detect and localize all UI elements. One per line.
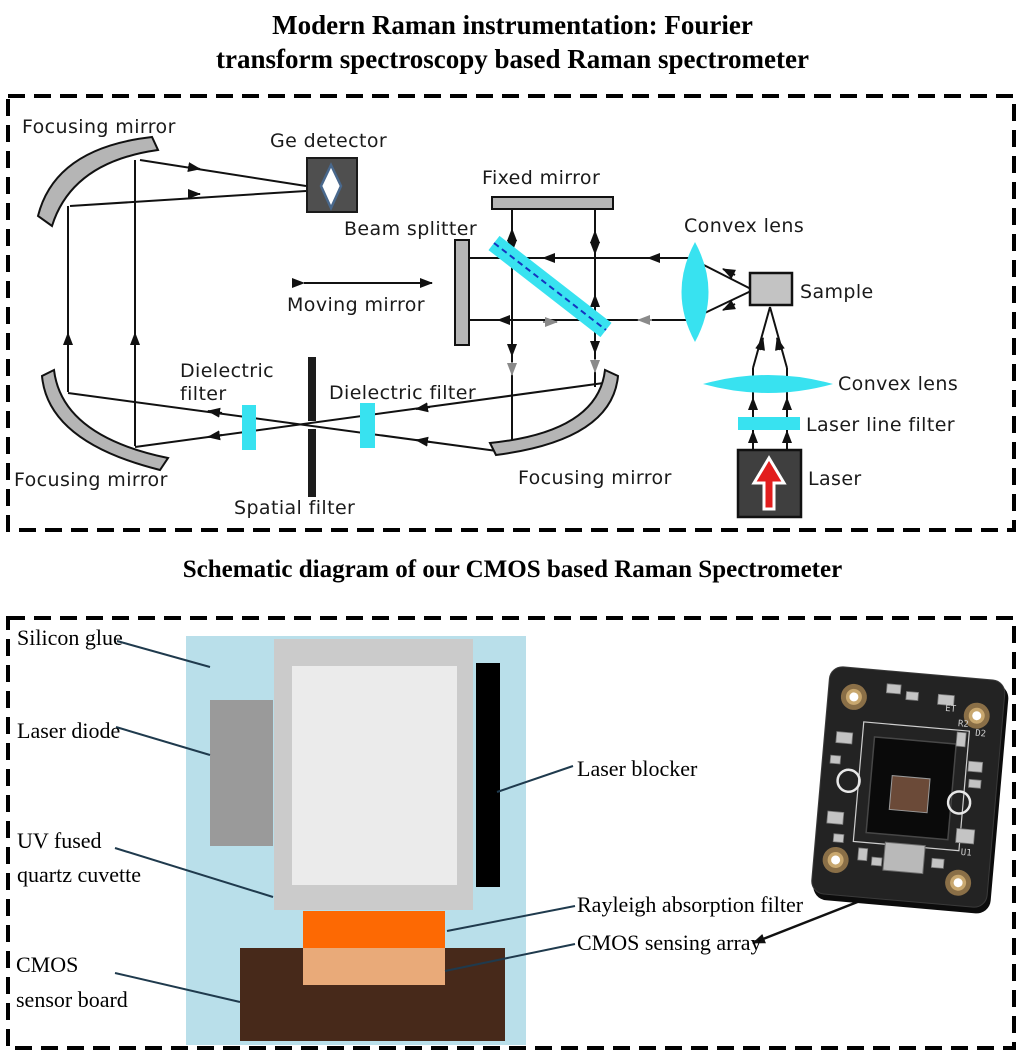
- label-focusing-mirror-tl: Focusing mirror: [22, 116, 176, 138]
- pcb-ring-right: [946, 790, 972, 815]
- cmos-sensing-array-block: [303, 948, 445, 985]
- pcb-oscillator: [882, 841, 926, 875]
- focusing-mirror-bottom-right: [488, 368, 620, 457]
- ft-arrowheads: [63, 162, 792, 447]
- label-rayleigh-filter: Rayleigh absorption filter: [577, 892, 804, 917]
- label-dielectric-right: Dielectric filter: [329, 382, 476, 404]
- laser-box: [736, 448, 803, 519]
- label-fixed-mirror: Fixed mirror: [482, 167, 600, 189]
- label-convex-lens-right: Convex lens: [838, 373, 958, 395]
- label-dielectric-left-2: filter: [180, 383, 227, 405]
- moving-mirror: [454, 239, 470, 346]
- fixed-mirror: [491, 196, 614, 210]
- ft-labels: Focusing mirror Ge detector Fixed mirror…: [14, 116, 958, 519]
- convex-lens-vertical: [681, 242, 709, 342]
- silk-et: ET: [945, 704, 957, 715]
- dielectric-filter-right: [360, 403, 375, 448]
- pcb-photo: ET R2 D2 U1: [811, 666, 1009, 914]
- spatial-filter: [308, 357, 316, 497]
- spatial-filter-bottom: [308, 429, 316, 497]
- label-laser: Laser: [808, 468, 862, 490]
- ge-detector: [306, 157, 358, 213]
- pcb-mount-holes: [822, 683, 990, 896]
- label-focusing-mirror-bl: Focusing mirror: [14, 469, 168, 491]
- top-title: Modern Raman instrumentation: Fourier tr…: [0, 8, 1025, 76]
- rayleigh-filter-block: [303, 911, 445, 948]
- label-convex-lens-top: Convex lens: [684, 215, 804, 237]
- laser-blocker-bar: [476, 663, 500, 887]
- laser-line-filter: [738, 417, 800, 430]
- dielectric-filter-left: [242, 405, 256, 450]
- label-cmos-2: sensor board: [16, 987, 128, 1012]
- label-cmos-1: CMOS: [16, 952, 78, 977]
- label-focusing-mirror-br: Focusing mirror: [518, 467, 672, 489]
- silk-d2: D2: [975, 729, 987, 740]
- convex-lens-horizontal: [703, 375, 833, 393]
- cmos-labels: Silicon glue Laser diode UV fused quartz…: [16, 625, 804, 1012]
- label-laser-diode: Laser diode: [17, 718, 120, 743]
- label-sample: Sample: [800, 281, 874, 303]
- sample-cube: [748, 271, 794, 307]
- label-dielectric-left-1: Dielectric: [180, 360, 274, 382]
- focusing-mirror-top-left: [36, 135, 160, 228]
- laser-emission-arrow: [751, 455, 787, 511]
- cuvette-inner: [292, 666, 457, 885]
- pcb-components: [826, 683, 984, 869]
- beam-splitter: [488, 235, 612, 338]
- ge-detector-diamond: [319, 162, 343, 212]
- bottom-title: Schematic diagram of our CMOS based Rama…: [182, 556, 843, 583]
- label-uv-fused-2: quartz cuvette: [17, 862, 141, 887]
- cmos-panel-border: [6, 616, 1016, 1050]
- laser-diode-block: [210, 700, 273, 846]
- pcb-sensor-die: [888, 775, 931, 814]
- cmos-leader-lines: [114, 640, 576, 1003]
- label-beam-splitter: Beam splitter: [344, 218, 477, 240]
- spatial-filter-top: [308, 357, 316, 421]
- label-laser-line-filter: Laser line filter: [806, 414, 955, 436]
- pcb-pointer-arrow: [752, 899, 861, 945]
- label-laser-blocker: Laser blocker: [577, 756, 698, 781]
- label-spatial-filter: Spatial filter: [234, 497, 355, 519]
- silk-u1: U1: [960, 848, 972, 859]
- cmos-schematic: [186, 636, 526, 1045]
- top-title-line2: transform spectroscopy based Raman spect…: [216, 44, 809, 74]
- label-ge-detector: Ge detector: [270, 130, 387, 152]
- ft-panel-border: [6, 94, 1016, 532]
- top-title-line1: Modern Raman instrumentation: Fourier: [272, 10, 753, 40]
- label-uv-fused-1: UV fused: [17, 828, 102, 853]
- pcb-ring-left: [836, 768, 861, 794]
- label-moving-mirror: Moving mirror: [287, 294, 425, 316]
- label-sensing-array: CMOS sensing array: [577, 930, 762, 955]
- silk-r2: R2: [957, 719, 969, 730]
- pcb-silkscreen: ET R2 D2 U1: [945, 704, 987, 859]
- focusing-mirror-bottom-left: [40, 368, 170, 472]
- beam-splitter-coating-line: [493, 242, 607, 331]
- label-silicon-glue: Silicon glue: [17, 625, 123, 650]
